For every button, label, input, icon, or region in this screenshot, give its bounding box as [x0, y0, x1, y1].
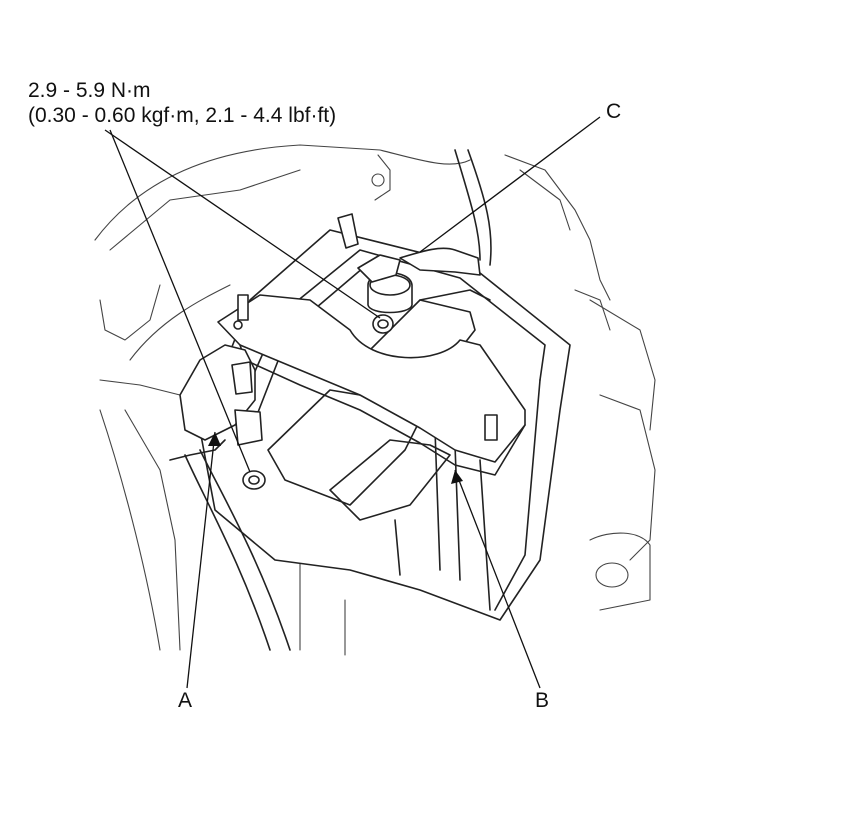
torque-leader-line-1 — [104, 129, 381, 319]
callout-a-arrowhead — [208, 432, 221, 446]
engine-compartment-background — [94, 144, 656, 656]
callout-label-b: B — [535, 689, 550, 712]
callout-b-leader-line — [454, 469, 541, 689]
leader-lines — [104, 116, 601, 689]
positive-terminal — [337, 149, 492, 334]
callout-a-leader-line — [186, 431, 216, 689]
torque-spec-conversions: (0.30 - 0.60 kgf·m, 2.1 - 4.4 lbf·ft) — [28, 104, 337, 127]
callout-b-arrowhead — [451, 470, 463, 484]
torque-specification: 2.9 - 5.9 N·m (0.30 - 0.60 kgf·m, 2.1 - … — [28, 78, 336, 128]
callout-c-leader-line — [419, 116, 601, 253]
callout-label-a: A — [178, 689, 193, 712]
hold-down-bracket — [217, 294, 526, 476]
torque-leader-line-2 — [109, 129, 251, 473]
torque-spec-metric: 2.9 - 5.9 N·m — [28, 79, 151, 102]
callout-label-c: C — [606, 100, 622, 123]
